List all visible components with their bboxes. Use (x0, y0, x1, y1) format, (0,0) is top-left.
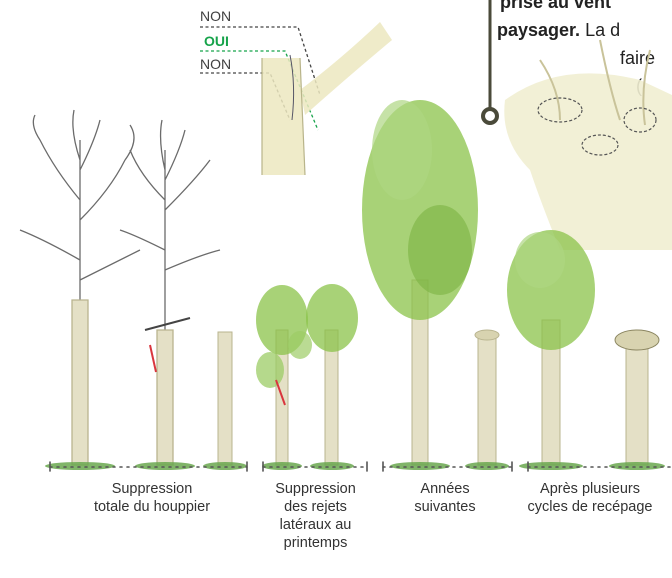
tree-small-crown (306, 284, 358, 465)
caption-stage-3: Années suivantes (395, 480, 495, 516)
trunk-topped-1 (218, 332, 232, 465)
tree-sprouts (256, 285, 312, 465)
ground-grass (45, 462, 665, 470)
tree-pollard-crown (507, 230, 595, 465)
stump-detail (504, 40, 672, 250)
caption-stage-2: Suppression des rejets latéraux au print… (258, 480, 373, 552)
callout-connector (483, 0, 497, 123)
tree-bare-1 (20, 110, 140, 465)
tree-bare-2 (120, 120, 220, 465)
caption-stage-1: Suppression totale du houppier (72, 480, 232, 516)
trunk-pollard-1 (475, 330, 499, 465)
tree-large-crown (362, 100, 478, 465)
trunk-pollard-knob (615, 330, 659, 465)
caption-stage-4: Après plusieurs cycles de recépage (505, 480, 672, 516)
